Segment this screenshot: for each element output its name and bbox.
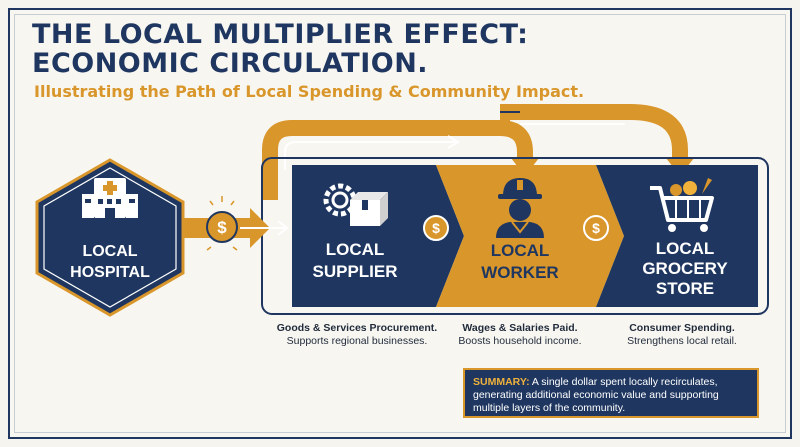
supplier-label-line1: LOCAL (326, 240, 385, 259)
grocery-label-line3: STORE (656, 279, 714, 298)
hospital-label-line1: LOCAL (82, 243, 137, 260)
caption-worker-title: Wages & Salaries Paid. (462, 322, 578, 334)
grocery-panel (596, 165, 758, 307)
shopping-cart-icon (650, 178, 714, 232)
caption-grocery-title: Consumer Spending. (629, 322, 735, 334)
dollar-coin-icon: $ (206, 196, 238, 251)
grocery-label-line1: LOCAL (656, 239, 715, 258)
inner-border (14, 14, 786, 433)
worker-icon (496, 178, 544, 238)
hospital-label-line2: HOSPITAL (70, 264, 150, 281)
supplier-label-line2: SUPPLIER (312, 262, 397, 281)
summary-label: SUMMARY: (473, 376, 530, 388)
coin-symbol-1: $ (217, 218, 227, 237)
dollar-coin-icon: $ (423, 215, 449, 241)
caption-worker-text: Boosts household income. (458, 335, 582, 347)
worker-label-line1: LOCAL (491, 241, 550, 260)
grocery-label-line2: GROCERY (642, 259, 728, 278)
page-subtitle: Illustrating the Path of Local Spending … (34, 82, 585, 101)
caption-grocery: Consumer Spending. Strengthens local ret… (587, 322, 777, 348)
summary-box: SUMMARY: A single dollar spent locally r… (463, 368, 759, 418)
caption-supplier: Goods & Services Procurement. Supports r… (262, 322, 452, 348)
coin-symbol-2: $ (432, 220, 440, 236)
hospital-icon (82, 178, 138, 218)
caption-supplier-text: Supports regional businesses. (286, 335, 428, 347)
title-line-1: THE LOCAL MULTIPLIER EFFECT: (32, 19, 529, 50)
title-line-2: ECONOMIC CIRCULATION. (32, 48, 429, 79)
hospital-node: LOCAL HOSPITAL (35, 158, 185, 317)
caption-grocery-text: Strengthens local retail. (627, 335, 737, 347)
summary-text: A single dollar spent locally recirculat… (473, 376, 719, 414)
gear-box-icon (323, 183, 388, 226)
worker-label-line2: WORKER (481, 263, 558, 282)
caption-supplier-title: Goods & Services Procurement. (276, 322, 438, 334)
caption-worker: Wages & Salaries Paid. Boosts household … (425, 322, 615, 348)
page-title: THE LOCAL MULTIPLIER EFFECT: ECONOMIC CI… (32, 20, 528, 78)
dollar-coin-icon: $ (583, 215, 609, 241)
coin-symbol-3: $ (592, 220, 600, 236)
